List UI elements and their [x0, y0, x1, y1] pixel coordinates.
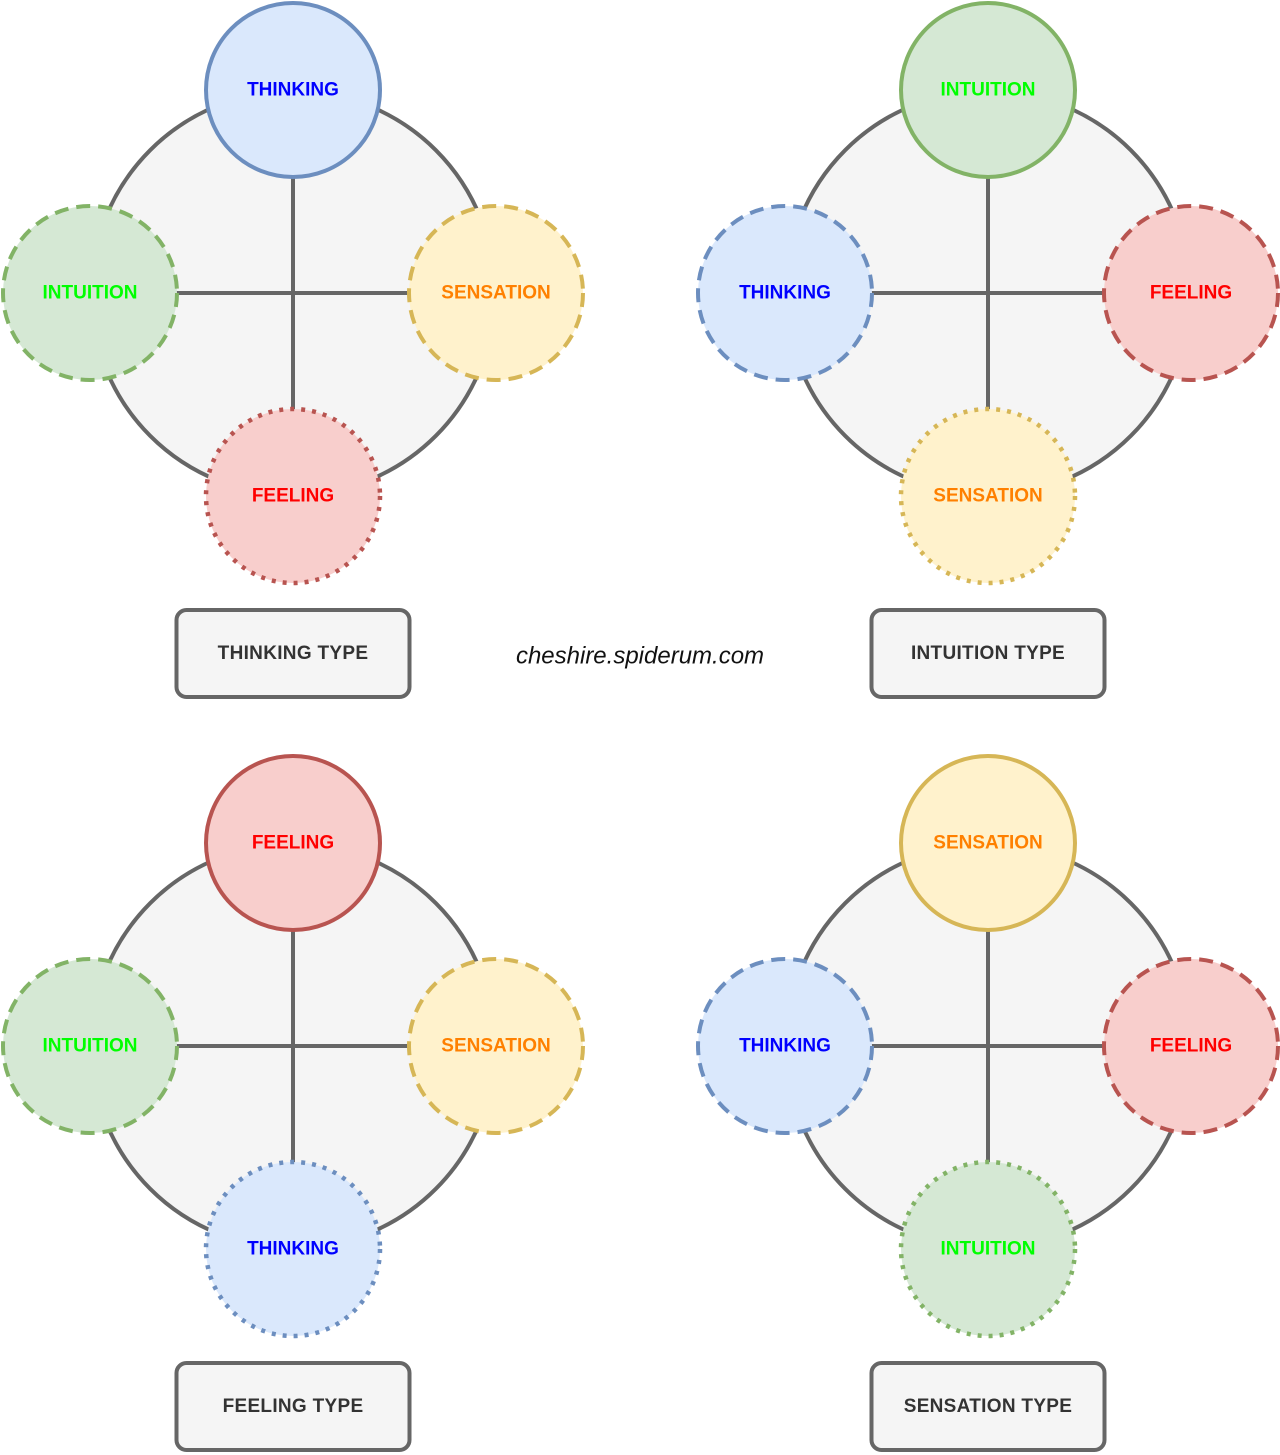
right-feeling-node — [1102, 204, 1280, 382]
top-intuition-node — [899, 1, 1077, 179]
bottom-feeling-node — [203, 406, 383, 586]
type-label-text: SENSATION TYPE — [904, 1396, 1073, 1417]
type-label-box — [174, 608, 412, 699]
top-sensation-node — [899, 754, 1077, 932]
bottom-sensation-node — [898, 406, 1078, 586]
right-sensation-label: SENSATION — [441, 283, 550, 304]
left-thinking-node — [696, 957, 874, 1135]
top-thinking-node — [204, 1, 382, 179]
left-intuition-label: INTUITION — [43, 1036, 138, 1057]
diagram-feeling-type: FEELING INTUITION SENSATION THINKING FEELING… — [1, 754, 585, 1452]
diagram-intuition-type: INTUITION THINKING FEELING SENSATION INTUITI… — [696, 1, 1280, 699]
top-feeling-node — [204, 754, 382, 932]
bottom-thinking-label: THINKING — [247, 1239, 339, 1260]
bottom-intuition-label: INTUITION — [941, 1239, 1036, 1260]
right-sensation-node — [407, 957, 585, 1135]
type-label-box — [869, 608, 1107, 699]
type-label-text: INTUITION TYPE — [911, 643, 1065, 664]
left-intuition-label: INTUITION — [43, 283, 138, 304]
bottom-sensation-label: SENSATION — [933, 486, 1042, 507]
bottom-intuition-node — [898, 1159, 1078, 1339]
left-thinking-label: THINKING — [739, 1036, 831, 1057]
top-thinking-label: THINKING — [247, 80, 339, 101]
type-label-text: FEELING TYPE — [223, 1396, 364, 1417]
right-feeling-node — [1102, 957, 1280, 1135]
left-thinking-label: THINKING — [739, 283, 831, 304]
type-label-box — [869, 1361, 1107, 1452]
diagram-sensation-type: SENSATION THINKING FEELING INTUITION SENSATI… — [696, 754, 1280, 1452]
right-feeling-label: FEELING — [1150, 1036, 1232, 1057]
right-feeling-label: FEELING — [1150, 283, 1232, 304]
top-intuition-label: INTUITION — [941, 80, 1036, 101]
left-intuition-node — [1, 204, 179, 382]
type-label-text: THINKING TYPE — [218, 643, 369, 664]
diagram-thinking-type: THINKING INTUITION SENSATION FEELING THINKIN… — [1, 1, 585, 699]
top-feeling-label: FEELING — [252, 833, 334, 854]
right-sensation-node — [407, 204, 585, 382]
left-thinking-node — [696, 204, 874, 382]
right-sensation-label: SENSATION — [441, 1036, 550, 1057]
bottom-feeling-label: FEELING — [252, 486, 334, 507]
bottom-thinking-node — [203, 1159, 383, 1339]
type-label-box — [174, 1361, 412, 1452]
left-intuition-node — [1, 957, 179, 1135]
watermark-text: cheshire.spiderum.com — [516, 643, 764, 670]
top-sensation-label: SENSATION — [933, 833, 1042, 854]
